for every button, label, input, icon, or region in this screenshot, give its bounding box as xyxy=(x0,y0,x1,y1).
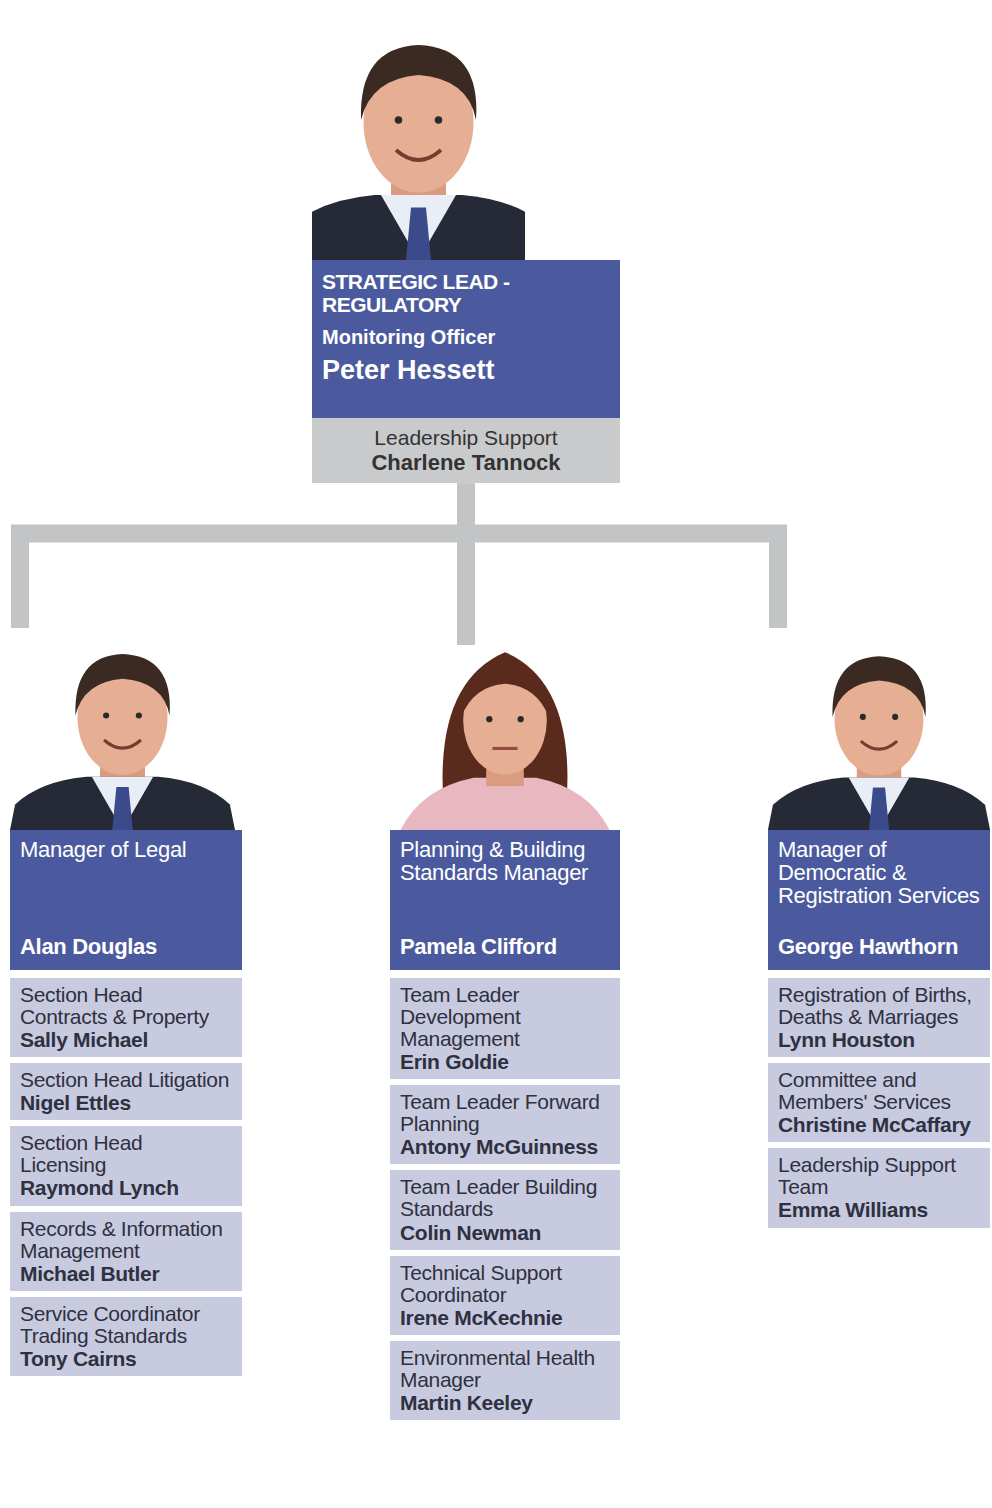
team-box: Section Head LicensingRaymond Lynch xyxy=(10,1126,242,1205)
person-name: Lynn Houston xyxy=(778,1028,980,1051)
person-name: Erin Goldie xyxy=(400,1050,610,1073)
team-box: Environmental Health ManagerMartin Keele… xyxy=(390,1341,620,1420)
person-name: George Hawthorn xyxy=(778,928,980,960)
person-name: Alan Douglas xyxy=(20,928,232,960)
role-title: Environmental Health Manager xyxy=(400,1347,610,1391)
team-box: Records & Information ManagementMichael … xyxy=(10,1212,242,1291)
team-box: Service Coordinator Trading StandardsTon… xyxy=(10,1297,242,1376)
support-box: Leadership SupportCharlene Tannock xyxy=(312,418,620,483)
person-name: Michael Butler xyxy=(20,1262,232,1285)
manager-box: Manager of Democratic & Registration Ser… xyxy=(768,830,990,970)
person-name: Christine McCaffary xyxy=(778,1113,980,1136)
manager-box: Planning & Building Standards ManagerPam… xyxy=(390,830,620,970)
person-name: Antony McGuinness xyxy=(400,1135,610,1158)
person-name: Irene McKechnie xyxy=(400,1306,610,1329)
manager-box: Manager of LegalAlan Douglas xyxy=(10,830,242,970)
person-name: Raymond Lynch xyxy=(20,1176,232,1199)
person-name: Martin Keeley xyxy=(400,1391,610,1414)
person-name: Colin Newman xyxy=(400,1221,610,1244)
role-subtitle: Monitoring Officer xyxy=(322,326,610,349)
team-box: Section Head Contracts & PropertySally M… xyxy=(10,978,242,1057)
role-title: Section Head Licensing xyxy=(20,1132,232,1176)
team-box: Team Leader Forward PlanningAntony McGui… xyxy=(390,1085,620,1164)
role-title: Team Leader Development Management xyxy=(400,984,610,1050)
team-box: Section Head LitigationNigel Ettles xyxy=(10,1063,242,1120)
person-name: Emma Williams xyxy=(778,1198,980,1221)
person-name: Nigel Ettles xyxy=(20,1091,232,1114)
role-title: STRATEGIC LEAD - REGULATORY xyxy=(322,270,610,316)
role-title: Section Head Litigation xyxy=(20,1069,232,1091)
role-title: Team Leader Building Standards xyxy=(400,1176,610,1220)
role-title: Service Coordinator Trading Standards xyxy=(20,1303,232,1347)
person-name: Peter Hessett xyxy=(322,355,610,386)
team-box: Committee and Members' ServicesChristine… xyxy=(768,1063,990,1142)
team-box: Technical Support CoordinatorIrene McKec… xyxy=(390,1256,620,1335)
role-title: Leadership Support Team xyxy=(778,1154,980,1198)
role-title: Records & Information Management xyxy=(20,1218,232,1262)
role-title: Leadership Support xyxy=(322,426,610,450)
portrait-photo xyxy=(281,10,556,260)
portrait-photo xyxy=(10,625,235,830)
role-title: Manager of Democratic & Registration Ser… xyxy=(778,838,980,907)
person-name: Pamela Clifford xyxy=(400,928,610,960)
portrait-photo xyxy=(390,621,620,830)
role-title: Technical Support Coordinator xyxy=(400,1262,610,1306)
role-title: Planning & Building Standards Manager xyxy=(400,838,610,884)
portrait-photo xyxy=(768,628,990,830)
person-name: Tony Cairns xyxy=(20,1347,232,1370)
team-box: Leadership Support TeamEmma Williams xyxy=(768,1148,990,1227)
role-title: Registration of Births, Deaths & Marriag… xyxy=(778,984,980,1028)
team-box: Team Leader Development ManagementErin G… xyxy=(390,978,620,1079)
person-name: Sally Michael xyxy=(20,1028,232,1051)
role-title: Team Leader Forward Planning xyxy=(400,1091,610,1135)
role-title: Section Head Contracts & Property xyxy=(20,984,232,1028)
person-name: Charlene Tannock xyxy=(322,450,610,475)
team-box: Registration of Births, Deaths & Marriag… xyxy=(768,978,990,1057)
team-box: Team Leader Building StandardsColin Newm… xyxy=(390,1170,620,1249)
role-title: Committee and Members' Services xyxy=(778,1069,980,1113)
lead-box: STRATEGIC LEAD - REGULATORY Monitoring Of… xyxy=(312,260,620,418)
role-title: Manager of Legal xyxy=(20,838,232,861)
